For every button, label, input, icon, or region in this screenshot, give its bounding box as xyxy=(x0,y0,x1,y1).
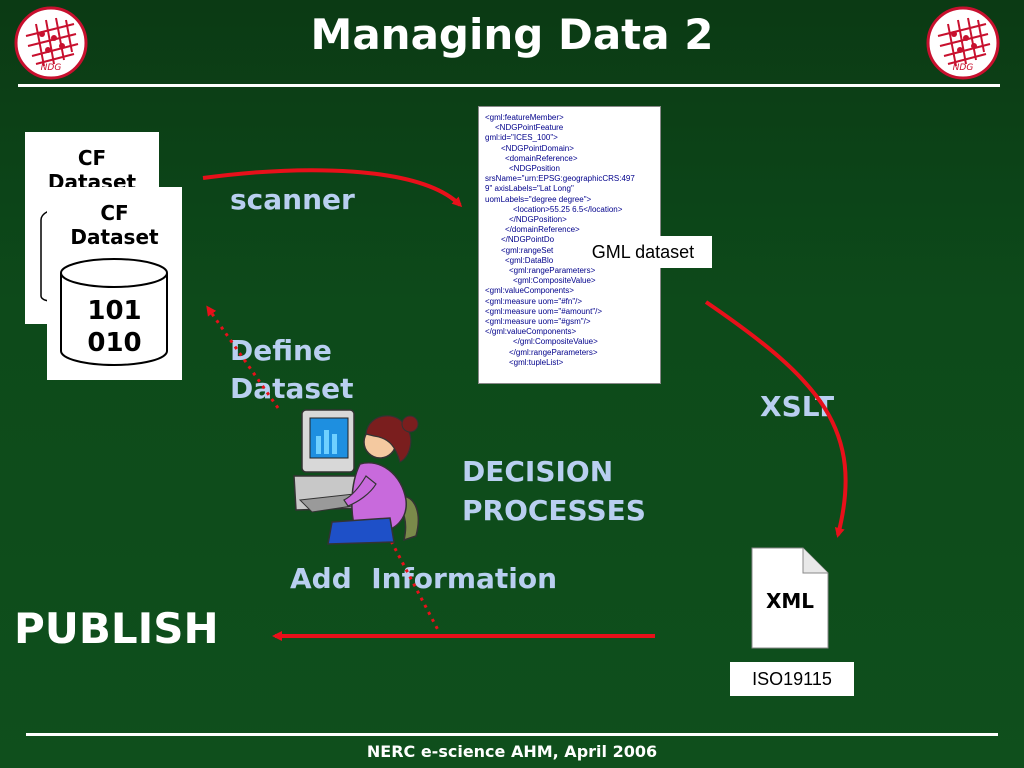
gml-code-line: </gml:rangeParameters> xyxy=(509,347,598,357)
gml-code-line: </gml:valueComponents> xyxy=(485,327,577,337)
gml-code-line: <gml:featureMember> xyxy=(485,113,564,122)
cf-front-title-line1: CF xyxy=(100,201,129,225)
gml-code-line: <gml:rangeSet xyxy=(501,245,554,255)
person-at-computer-icon xyxy=(293,409,419,545)
gml-code-line: <NDGPosition xyxy=(509,164,560,174)
decision-line1: DECISION xyxy=(462,455,614,488)
bottom-divider xyxy=(26,733,998,736)
define-dataset-dotted-arrow xyxy=(206,305,280,409)
ndg-logo-left: NDG xyxy=(14,6,88,80)
database-cylinder-icon xyxy=(60,258,168,366)
gml-code-line: <gml:measure uom="#gsm"/> xyxy=(485,317,591,327)
xml-document-icon xyxy=(751,547,829,649)
define-dataset-label: Define Dataset xyxy=(230,332,353,408)
scanner-arrow xyxy=(202,168,463,208)
xslt-arrow xyxy=(704,300,848,538)
publish-label: PUBLISH xyxy=(14,604,219,653)
gml-code-line: <gml:tupleList> xyxy=(509,357,564,367)
iso-caption: ISO19115 xyxy=(730,662,854,696)
gml-code-line: <domainReference> xyxy=(505,153,578,163)
top-divider xyxy=(18,84,1000,87)
gml-code-line: <gml:DataBlo xyxy=(505,255,554,265)
ndg-logo-left-text: NDG xyxy=(41,63,62,73)
xml-label: XML xyxy=(765,589,815,613)
gml-dataset-label: GML dataset xyxy=(574,236,712,268)
define-dataset-line2: Dataset xyxy=(230,372,354,405)
binary-data-line1: 101 xyxy=(87,296,142,326)
gml-code-line: </domainReference> xyxy=(505,225,580,235)
scanner-label: scanner xyxy=(230,183,355,216)
ndg-logo-right: NDG xyxy=(926,6,1000,80)
gml-code-line: </NDGPointDo xyxy=(501,235,555,245)
gml-code-line: <gml:valueComponents> xyxy=(485,286,574,296)
binary-data-line2: 010 xyxy=(87,328,142,358)
ndg-logo-right-text: NDG xyxy=(953,63,974,73)
add-information-label: Add Information xyxy=(290,562,558,595)
cf-dataset-card-front: CF Dataset 101 010 xyxy=(47,187,182,380)
decision-processes-label: DECISION PROCESSES xyxy=(462,452,646,530)
gml-code-line: <gml:measure uom="#amount"/> xyxy=(485,306,603,316)
decision-line2: PROCESSES xyxy=(462,494,646,527)
footer-text: NERC e-science AHM, April 2006 xyxy=(366,742,658,761)
gml-code-line: gml:id="ICES_100"> xyxy=(485,133,558,143)
gml-code-line: <gml:measure uom="#fn"/> xyxy=(485,296,583,306)
gml-code-line: srsName="urn:EPSG:geographicCRS:497 xyxy=(485,174,635,184)
gml-code-line: <gml:CompositeValue> xyxy=(513,276,596,286)
gml-code-line: uomLabels="degree degree"> xyxy=(485,194,592,204)
gml-code-line: <gml:rangeParameters> xyxy=(509,266,596,276)
slide-title: Managing Data 2 xyxy=(310,10,714,59)
gml-code-line: 9" axisLabels="Lat Long" xyxy=(485,184,574,194)
define-dataset-line1: Define xyxy=(230,334,332,367)
gml-code-line: <location>55.25 6.5</location> xyxy=(513,204,623,214)
cf-back-title-line1: CF xyxy=(77,146,107,170)
gml-code-line: <NDGPointFeature xyxy=(495,123,564,133)
cf-front-title-line2: Dataset xyxy=(70,225,159,249)
gml-code-line: </NDGPosition> xyxy=(509,215,567,225)
gml-code-line: </gml:CompositeValue> xyxy=(513,337,598,347)
gml-code-line: <NDGPointDomain> xyxy=(501,143,574,153)
